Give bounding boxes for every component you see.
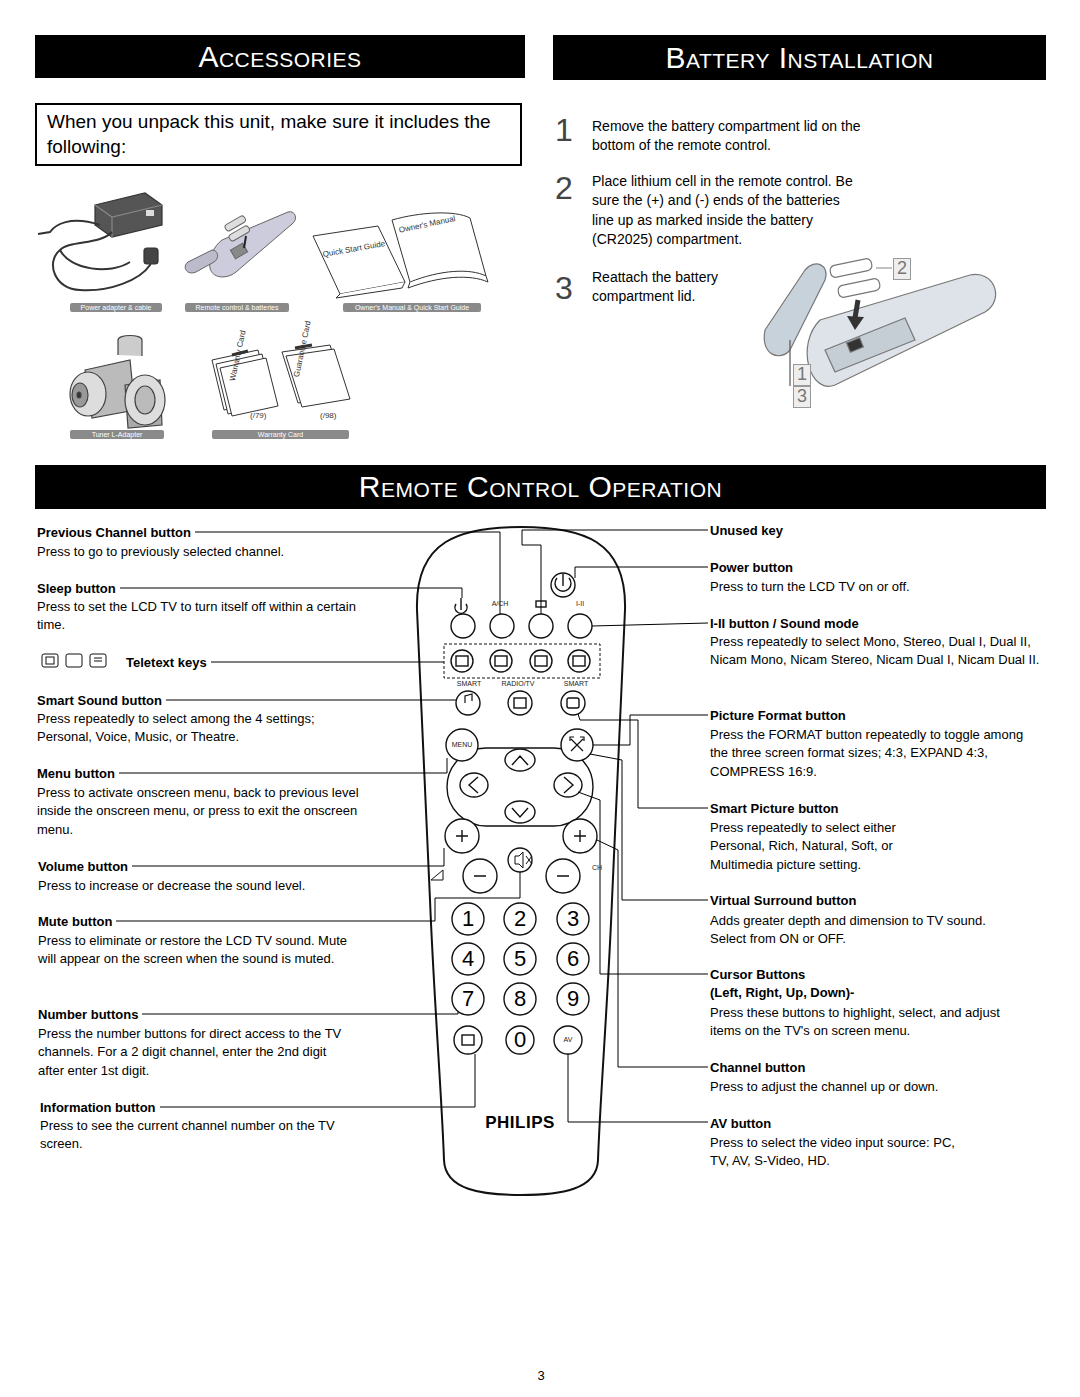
remote-control xyxy=(417,527,625,1195)
node-text: Remote control & batteries xyxy=(196,304,279,311)
callout-number: 2 xyxy=(893,258,911,280)
callout-description: Press to select the video input source: … xyxy=(710,1134,955,1171)
power-adapter xyxy=(38,193,162,290)
button-label: CH xyxy=(592,863,602,872)
callout-description: Press repeatedly to select Mono, Stereo,… xyxy=(710,633,1040,670)
node-text: Warranty Card xyxy=(258,431,303,438)
callout-title: Previous Channel button xyxy=(37,525,195,542)
callout-description: Press these buttons to highlight, select… xyxy=(710,1004,1030,1041)
printed-caption: Owner's Manual xyxy=(398,214,456,236)
callout-description: Press to see the current channel number … xyxy=(40,1117,360,1154)
printed-caption: Warranty Card xyxy=(228,329,249,382)
callout-title: AV button xyxy=(710,1116,771,1133)
button-digit: 3 xyxy=(567,908,579,930)
step-text: Place lithium cell in the remote control… xyxy=(592,172,864,249)
callout-title: Teletext keys xyxy=(126,655,211,672)
callout-title: Volume button xyxy=(38,859,132,876)
item-tag: Power adapter & cable xyxy=(70,303,162,312)
step-text: Reattach the battery compartment lid. xyxy=(592,268,742,307)
callout-description: Press to adjust the channel up or down. xyxy=(710,1078,1010,1096)
step-number: 2 xyxy=(555,172,573,204)
callout-description: Press to turn the LCD TV on or off. xyxy=(710,578,1030,596)
callout-description: Press the FORMAT button repeatedly to to… xyxy=(710,726,1030,781)
button-label: SMART xyxy=(564,679,588,688)
callout-title: Channel button xyxy=(710,1060,805,1077)
item-tag: Tuner L-Adapter xyxy=(70,430,164,439)
callout-title: Number buttons xyxy=(38,1007,142,1024)
button-digit: 2 xyxy=(514,908,526,930)
node-text: Owner's Manual & Quick Start Guide xyxy=(355,304,469,311)
callout-description: Press to increase or decrease the sound … xyxy=(38,877,368,895)
button-digit: 8 xyxy=(514,988,526,1010)
printed-caption: Guarantee Card xyxy=(292,320,314,378)
button-label: RADIO/TV xyxy=(501,679,534,688)
callout-title: Mute button xyxy=(38,914,116,931)
button-label: AV xyxy=(564,1035,573,1044)
tuner-l-adapter xyxy=(70,336,165,429)
callout-description: Press repeatedly to select among the 4 s… xyxy=(37,710,367,747)
section-header: Accessories xyxy=(35,35,525,78)
node-text: Remote Control Operation xyxy=(359,470,722,504)
notice-box: When you unpack this unit, make sure it … xyxy=(35,103,522,166)
callout-description: Adds greater depth and dimension to TV s… xyxy=(710,912,1010,949)
button-label: SMART xyxy=(457,679,481,688)
button-digit: 7 xyxy=(462,988,474,1010)
button-digit: 5 xyxy=(514,948,526,970)
printed-caption: Quick Start Guide xyxy=(322,239,386,260)
callout-title: Information button xyxy=(40,1100,160,1117)
section-header: Remote Control Operation xyxy=(35,465,1046,509)
printed-caption: (/98) xyxy=(320,411,336,421)
button-digit: 4 xyxy=(462,948,474,970)
page-number: 3 xyxy=(537,1368,544,1385)
callout-description: Press to eliminate or restore the LCD TV… xyxy=(38,932,348,969)
node-text: Battery Installation xyxy=(666,41,934,75)
item-tag: Owner's Manual & Quick Start Guide xyxy=(343,303,481,312)
callout-title: Unused key xyxy=(710,523,783,540)
node-text: Power adapter & cable xyxy=(81,304,152,311)
callout-title: Picture Format button xyxy=(710,708,846,725)
printed-caption: (/79) xyxy=(250,411,266,421)
button-label: I-II xyxy=(576,599,584,608)
callout-title: Power button xyxy=(710,560,793,577)
button-digit: 1 xyxy=(462,908,474,930)
remote-and-batteries xyxy=(185,212,295,277)
button-digit: 0 xyxy=(514,1029,526,1051)
teletext-icons xyxy=(42,654,106,667)
callout-title: Sleep button xyxy=(37,581,120,598)
callout-title: I-II button / Sound mode xyxy=(710,616,859,633)
brand-logo: PHILIPS xyxy=(485,1112,555,1134)
item-tag: Warranty Card xyxy=(212,430,349,439)
callout-title: Smart Picture button xyxy=(710,801,839,818)
node-text: Tuner L-Adapter xyxy=(92,431,143,438)
node-text: When you unpack this unit, make sure it … xyxy=(47,110,510,159)
button-label: MENU xyxy=(452,740,473,749)
callout-title: (Left, Right, Up, Down)- xyxy=(710,985,854,1002)
node-text: Accessories xyxy=(198,40,361,74)
callout-description: Press to activate onscreen menu, back to… xyxy=(37,784,367,839)
callout-title: Smart Sound button xyxy=(37,693,166,710)
callout-number: 1 xyxy=(793,364,811,386)
callout-title: Menu button xyxy=(37,766,119,783)
callout-description: Press the number buttons for direct acce… xyxy=(38,1025,348,1080)
manual-booklets xyxy=(313,213,488,298)
step-number: 1 xyxy=(555,114,573,146)
callout-description: Press repeatedly to select either Person… xyxy=(710,819,925,874)
section-header: Battery Installation xyxy=(553,35,1046,80)
button-digit: 9 xyxy=(567,988,579,1010)
callout-title: Virtual Surround button xyxy=(710,893,856,910)
callout-number: 3 xyxy=(793,386,811,408)
button-label: A/CH xyxy=(492,599,509,608)
battery-installation-figure xyxy=(764,258,995,387)
callout-description: Press to go to previously selected chann… xyxy=(37,543,377,561)
button-digit: 6 xyxy=(567,948,579,970)
step-text: Remove the battery compartment lid on th… xyxy=(592,117,872,156)
callout-description: Press to set the LCD TV to turn itself o… xyxy=(37,598,367,635)
item-tag: Remote control & batteries xyxy=(185,303,289,312)
step-number: 3 xyxy=(555,272,573,304)
callout-title: Cursor Buttons xyxy=(710,967,805,984)
